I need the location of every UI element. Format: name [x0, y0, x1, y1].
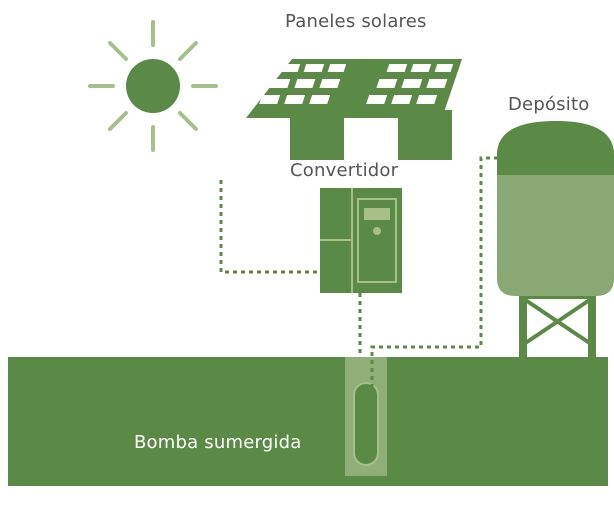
- solar-panel-icon: [330, 59, 462, 160]
- water-tank-icon: [497, 121, 614, 357]
- tank-label: Depósito: [508, 94, 590, 115]
- solar-panel-icon: [246, 59, 377, 160]
- power-cable-line: [219, 180, 320, 274]
- sun-icon: [88, 20, 218, 152]
- converter-icon: [320, 188, 402, 293]
- submersible-pump-icon: [353, 382, 379, 466]
- water-pipe-line: [370, 156, 500, 388]
- converter-label: Convertidor: [290, 160, 399, 181]
- ground: [8, 357, 608, 486]
- solar-panels-label: Paneles solares: [285, 11, 427, 32]
- pump-label: Bomba sumergida: [134, 432, 302, 453]
